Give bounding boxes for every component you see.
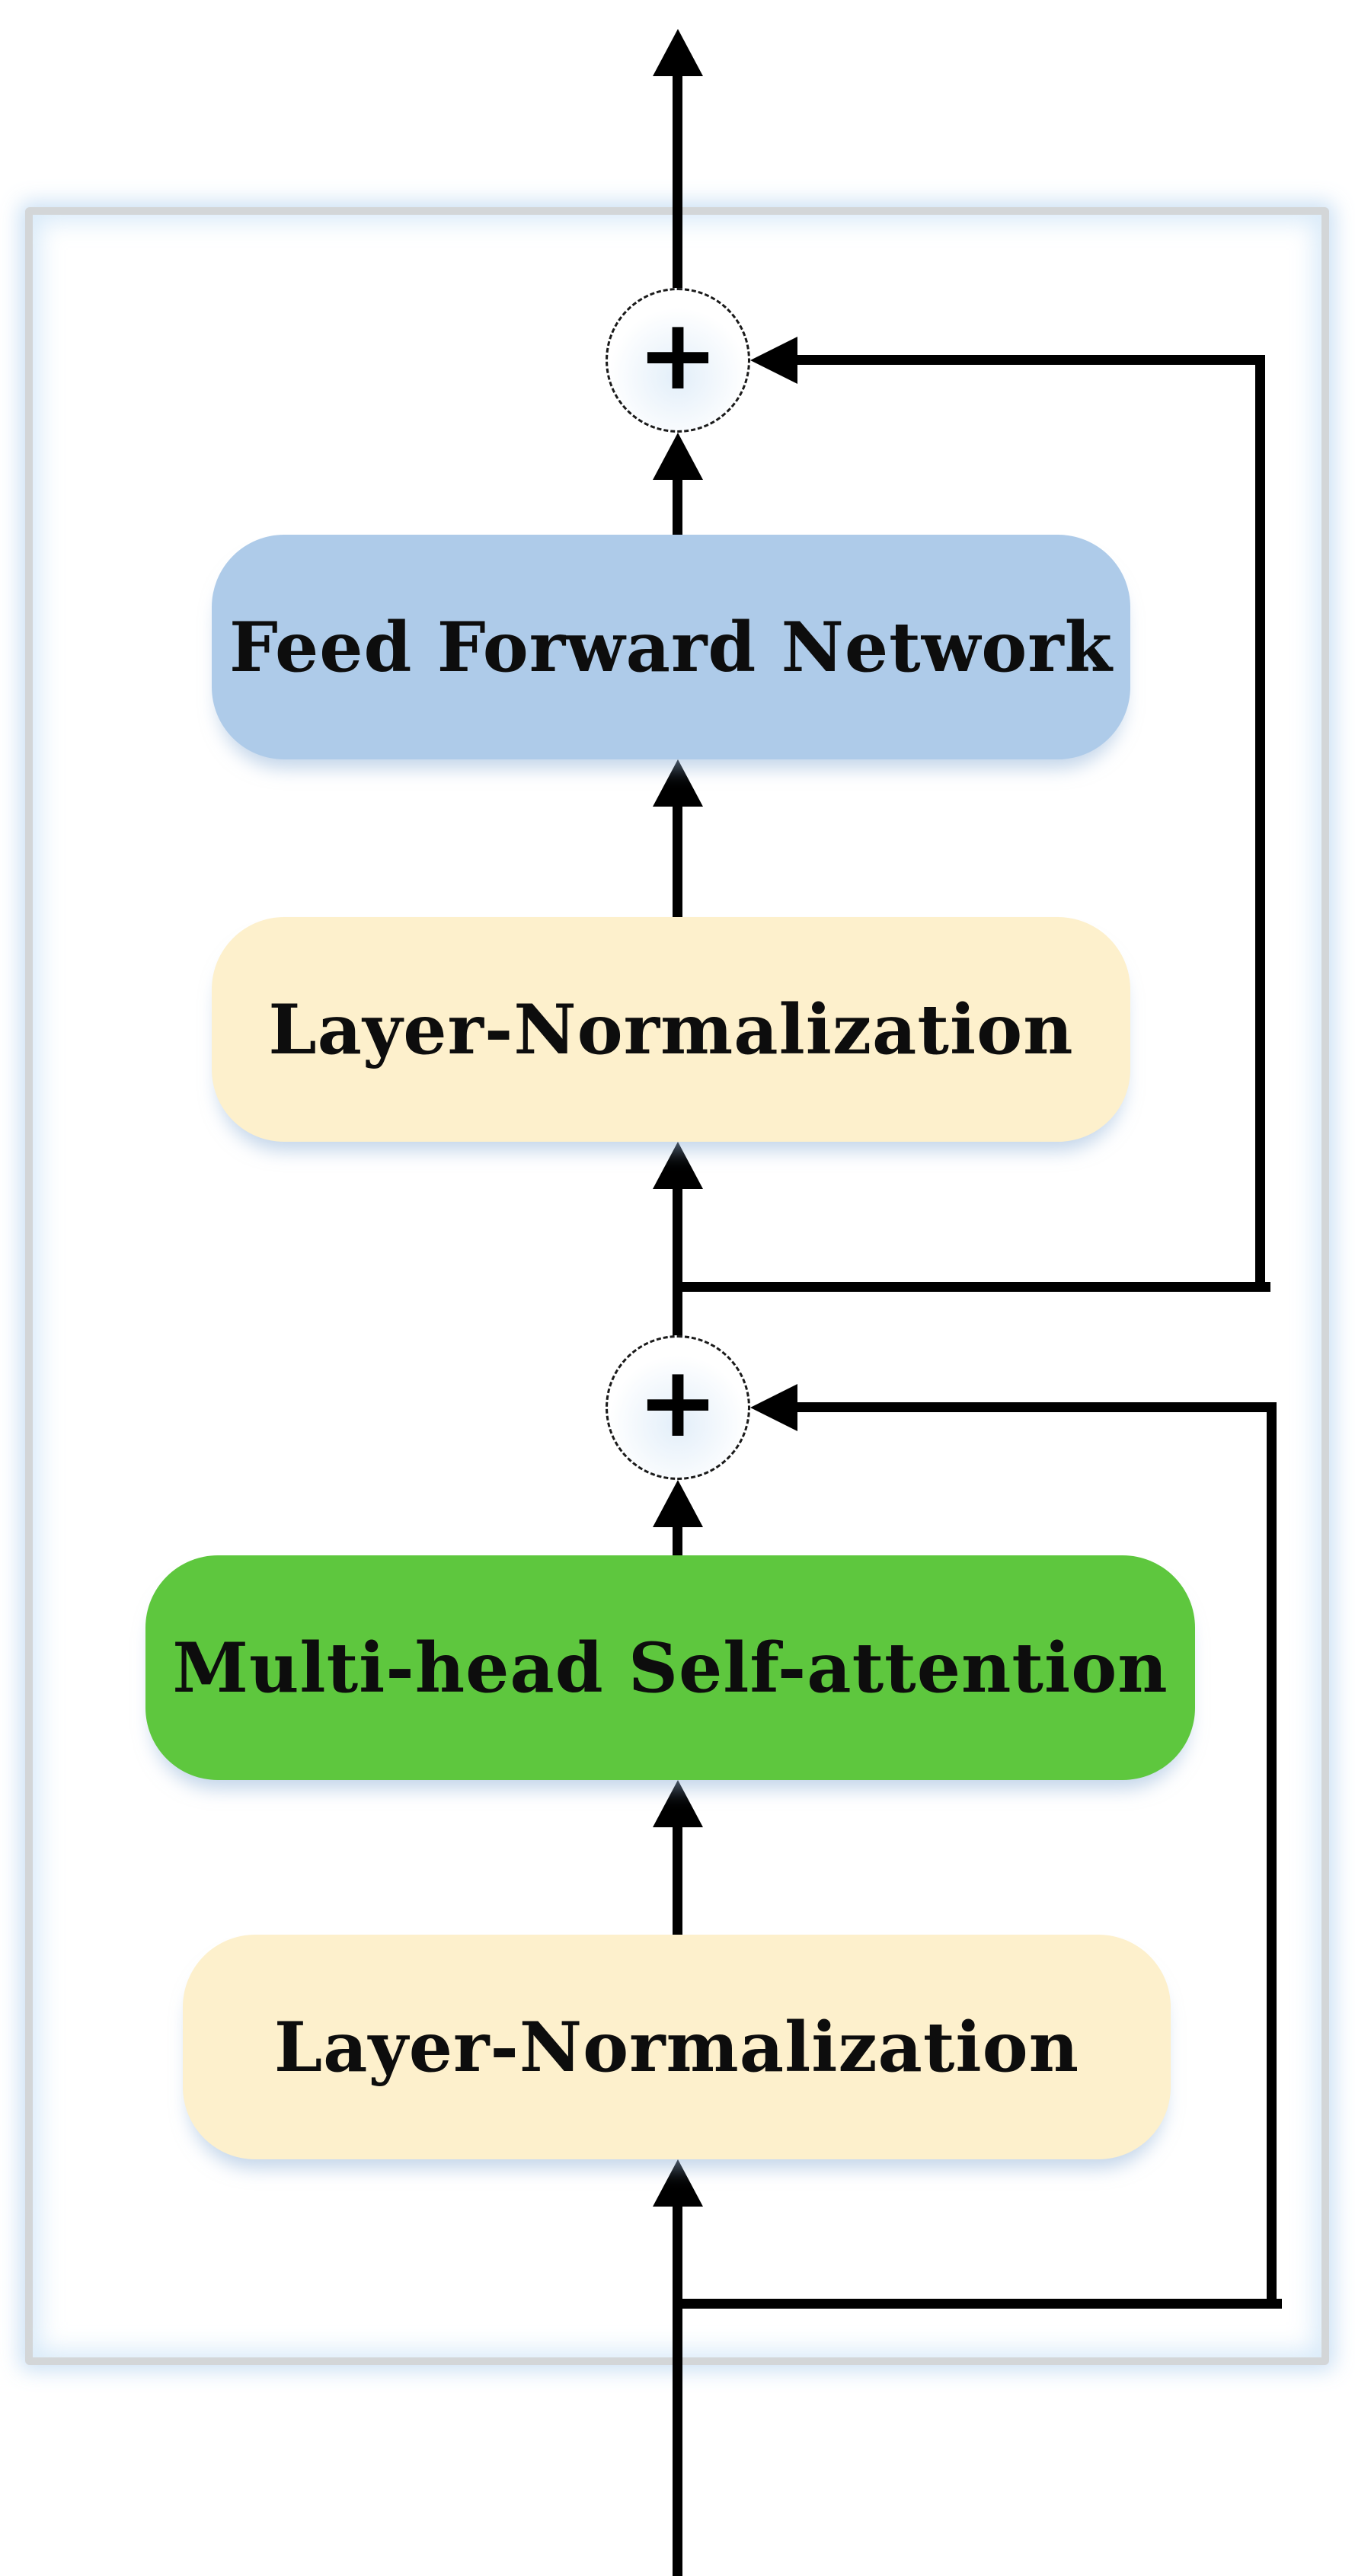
residual-add-bottom-circle: +: [606, 1335, 750, 1480]
multi-head-self-attention-block: Multi-head Self-attention: [145, 1555, 1195, 1780]
ln-bottom-to-mhsa-line: [673, 1826, 682, 1935]
skip-outer-bottom-arm: [678, 1282, 1270, 1292]
add-to-ln-top-arrowhead-icon: [653, 1142, 703, 1189]
skip-outer-arrowhead-icon: [750, 337, 797, 384]
skip-outer-top-arm: [796, 355, 1265, 365]
plus-icon: +: [637, 1346, 719, 1459]
input-connector-line: [673, 2205, 682, 2576]
layer-normalization-top-block: Layer-Normalization: [212, 917, 1130, 1142]
layer-normalization-bottom-block: Layer-Normalization: [183, 1935, 1171, 2159]
ffn-to-add-arrowhead-icon: [653, 433, 703, 480]
mhsa-to-add-line: [673, 1526, 682, 1557]
ffn-to-add-line: [673, 478, 682, 536]
output-connector-line: [673, 72, 682, 288]
ln-top-to-ffn-arrowhead-icon: [653, 759, 703, 807]
multi-head-self-attention-label: Multi-head Self-attention: [172, 1627, 1168, 1708]
layer-normalization-bottom-label: Layer-Normalization: [273, 2006, 1080, 2088]
output-arrowhead-icon: [653, 29, 703, 76]
ln-top-to-ffn-line: [673, 805, 682, 919]
skip-inner-bottom-arm: [678, 2299, 1282, 2309]
layer-normalization-top-label: Layer-Normalization: [268, 989, 1074, 1070]
ln-bottom-to-mhsa-arrowhead-icon: [653, 1780, 703, 1827]
add-to-ln-top-line: [673, 1187, 682, 1337]
skip-outer-vertical: [1255, 356, 1265, 1292]
mhsa-to-add-arrowhead-icon: [653, 1480, 703, 1527]
plus-icon: +: [637, 299, 719, 412]
feed-forward-network-label: Feed Forward Network: [228, 606, 1114, 688]
skip-inner-vertical: [1267, 1403, 1277, 2304]
skip-inner-arrowhead-icon: [750, 1384, 797, 1431]
input-arrowhead-icon: [653, 2159, 703, 2207]
feed-forward-network-block: Feed Forward Network: [212, 535, 1130, 759]
skip-inner-top-arm: [796, 1402, 1277, 1412]
residual-add-top-circle: +: [606, 288, 750, 433]
